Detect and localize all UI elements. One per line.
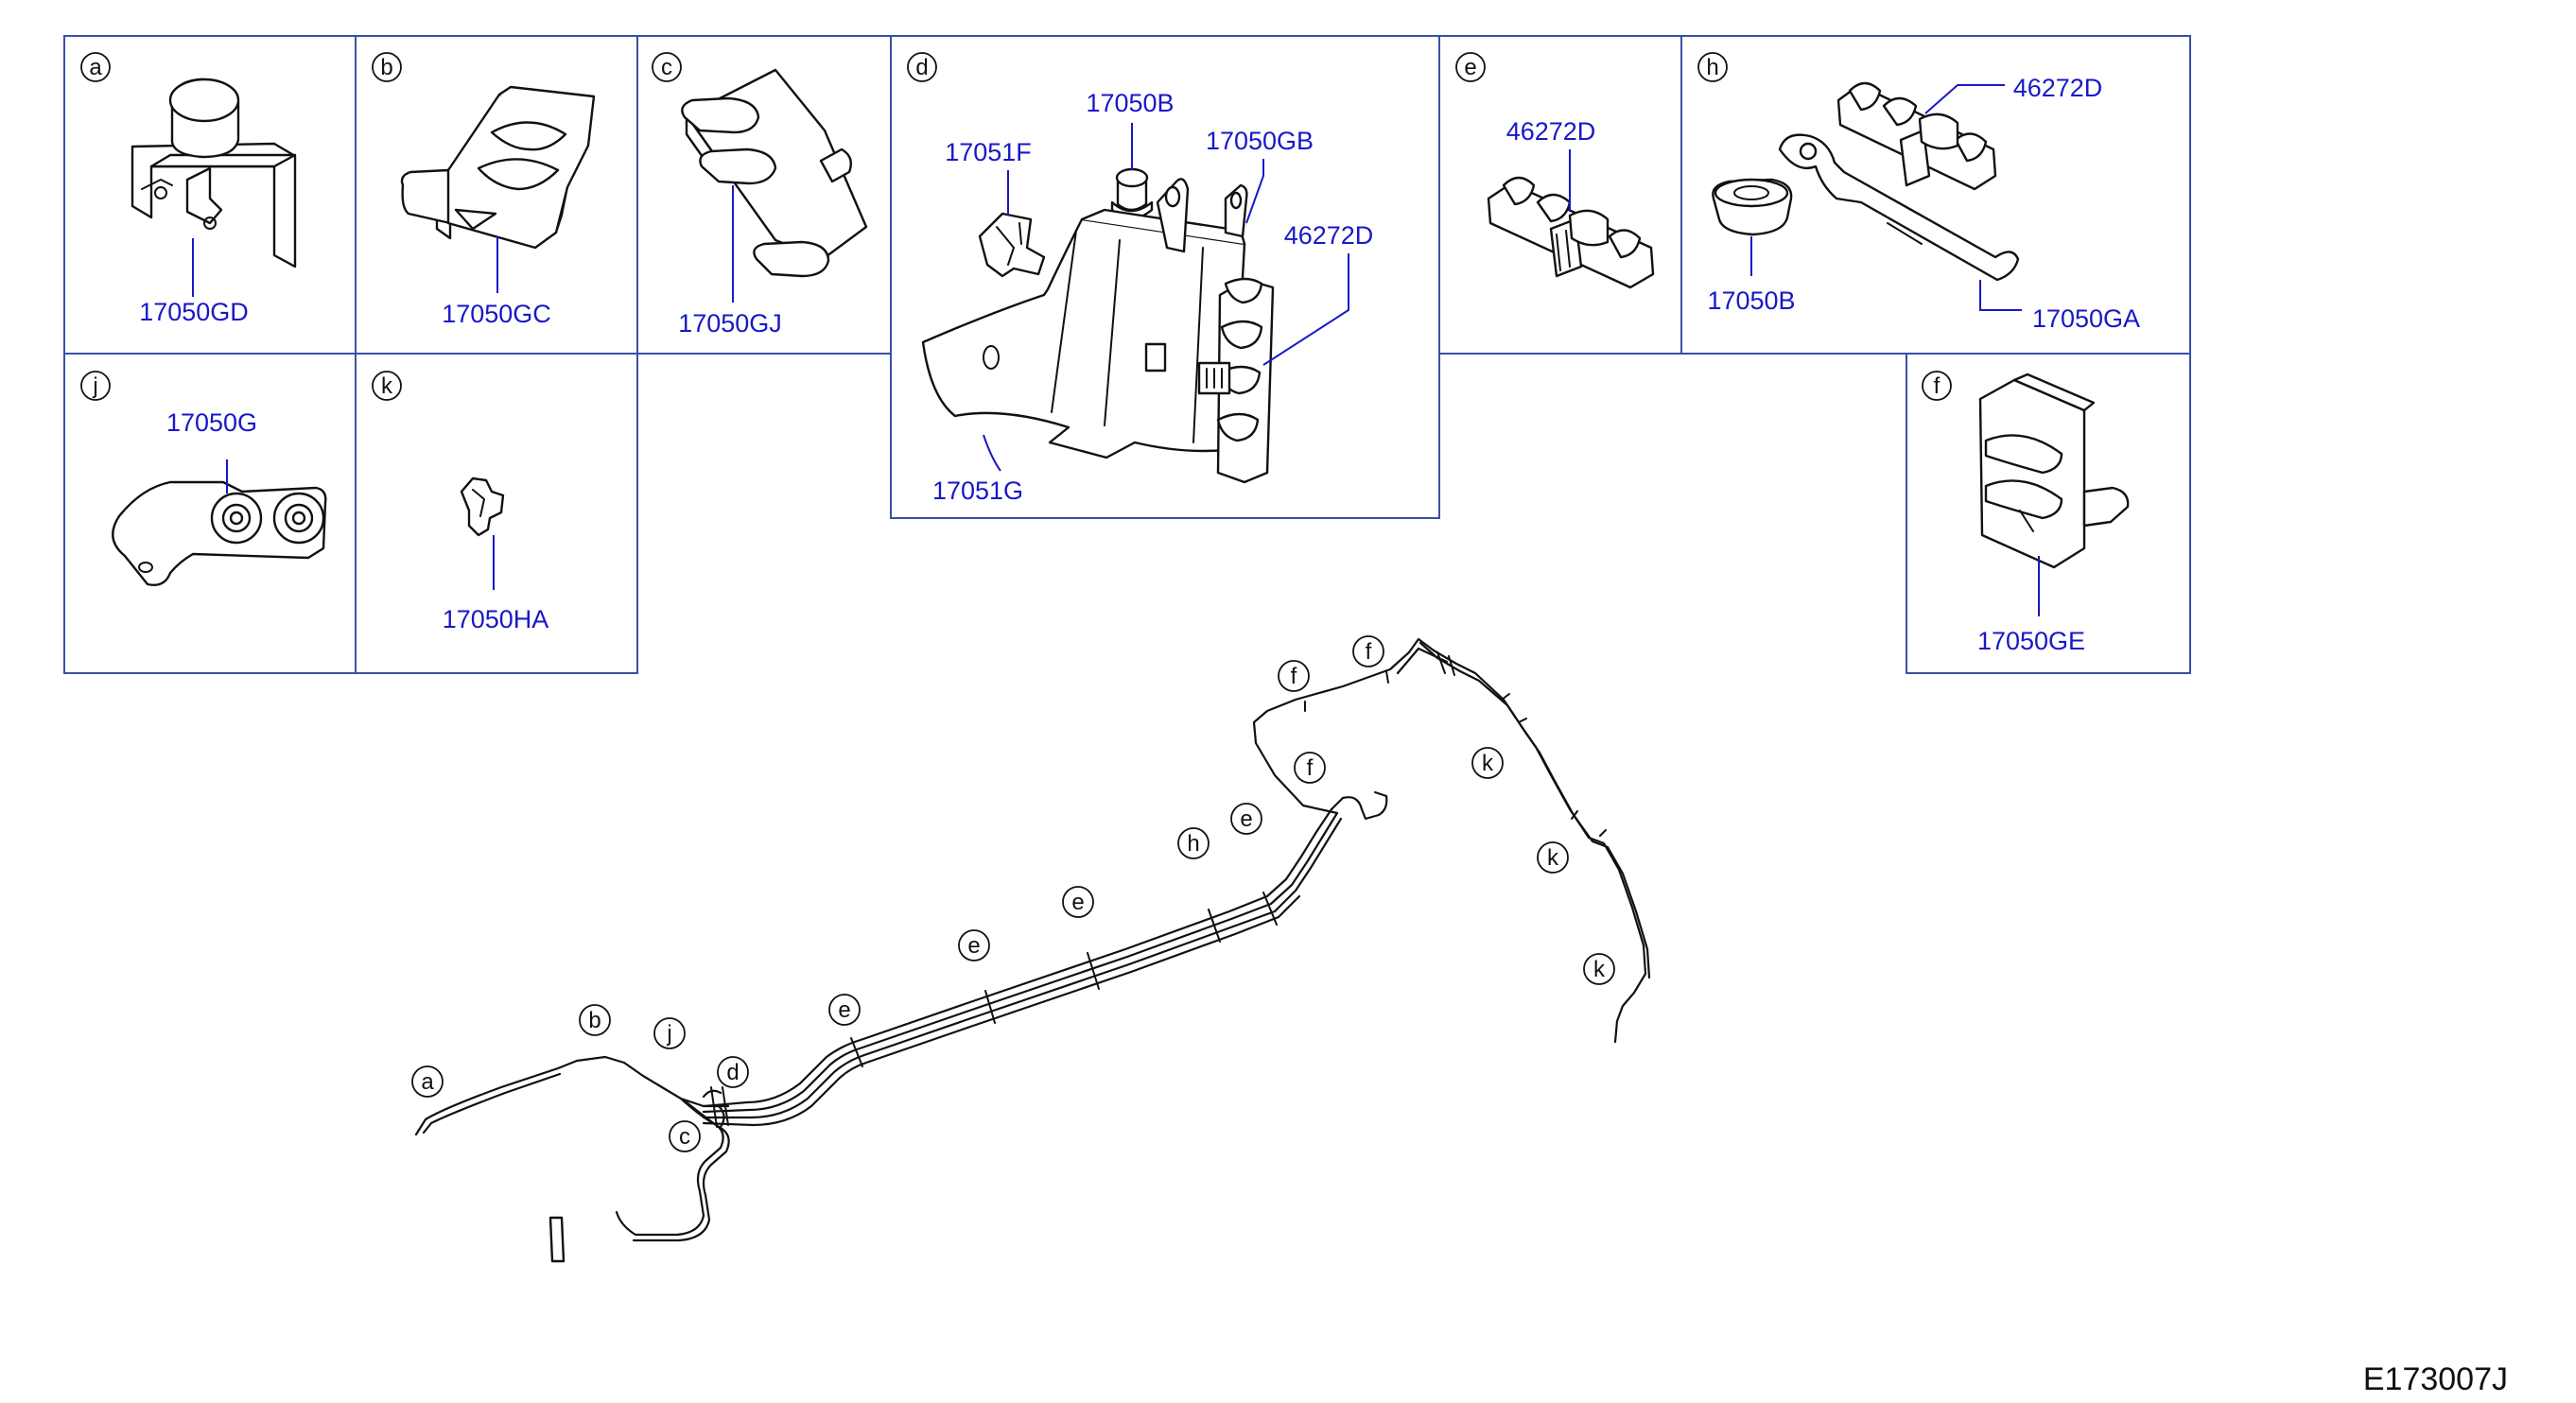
callout-letter: a — [421, 1069, 434, 1095]
diagram-code: E173007J — [2363, 1361, 2508, 1397]
callout-letter: e — [838, 997, 850, 1023]
grommet-17050B — [1712, 178, 1793, 236]
bracket-17051G — [921, 178, 1248, 459]
part-number-label: 17050G — [166, 408, 257, 437]
part-number-label: 17050GD — [139, 298, 249, 326]
callout-letter: j — [666, 1021, 671, 1047]
panel-box-k — [355, 353, 638, 674]
callout-letter: e — [967, 933, 980, 959]
callout-letter: k — [1482, 751, 1494, 776]
bracket-17050G — [112, 480, 327, 586]
part-number-label: 17050GJ — [678, 309, 782, 338]
part-number-label: 17050GC — [442, 300, 551, 328]
callout-letter: b — [588, 1008, 600, 1033]
clip-17050GC — [400, 85, 596, 250]
part-number-label: 46272D — [1284, 221, 1374, 250]
clip-46272D-h — [1836, 81, 1997, 191]
clip-17050GE — [1978, 372, 2130, 569]
part-number-label: 17050HA — [443, 605, 549, 633]
part-number-label: 17050GB — [1206, 127, 1314, 155]
panel-box-f — [1906, 353, 2191, 674]
callout-letter: f — [1366, 639, 1372, 665]
clip-46272D-vertical — [1197, 277, 1275, 484]
panel-letter: h — [1706, 55, 1718, 80]
callout-letter: e — [1240, 806, 1252, 832]
callout-letter: k — [1547, 845, 1559, 871]
panel-box-e — [1438, 35, 1682, 355]
panel-letter: j — [92, 373, 97, 399]
part-number-label: 17050B — [1707, 286, 1795, 315]
callout-letter: f — [1307, 755, 1314, 781]
clip-17051F — [978, 212, 1046, 278]
callout-letter: h — [1187, 831, 1199, 857]
clip-17050HA — [460, 476, 505, 537]
panel-letter: e — [1464, 55, 1476, 80]
clip-46272D — [1487, 176, 1655, 289]
callout-letter: c — [679, 1124, 690, 1150]
callout-letter: e — [1071, 890, 1084, 915]
panel-letter: a — [89, 55, 102, 80]
panel-letter: c — [661, 55, 672, 80]
callout-letter: k — [1593, 957, 1606, 982]
part-number-label: 17051F — [945, 138, 1032, 166]
assembly-callouts: a b j d c e e e h e f f f k k k — [411, 635, 1615, 1152]
panel-letters: a b c d e h j k f — [80, 52, 1952, 401]
clip-17050GJ — [681, 68, 868, 278]
panel-letter: b — [380, 55, 392, 80]
callout-letter: f — [1291, 664, 1297, 689]
panel-letter: d — [915, 55, 928, 80]
callout-letter: d — [726, 1060, 739, 1085]
clip-17050GD — [131, 78, 297, 268]
part-number-label: 17050GE — [1977, 627, 2085, 655]
part-number-label: 46272D — [1506, 117, 1596, 146]
panel-grid — [63, 35, 2191, 674]
bracket-17050GA — [1778, 133, 2020, 282]
panel-letter: f — [1934, 373, 1941, 399]
brake-tube-assembly — [414, 637, 1651, 1263]
panel-letter: k — [381, 373, 393, 399]
part-number-label: 17051G — [932, 476, 1023, 505]
part-number-label: 17050GA — [2032, 304, 2140, 333]
part-number-label: 17050B — [1086, 89, 1174, 117]
part-number-label: 46272D — [2013, 74, 2103, 102]
